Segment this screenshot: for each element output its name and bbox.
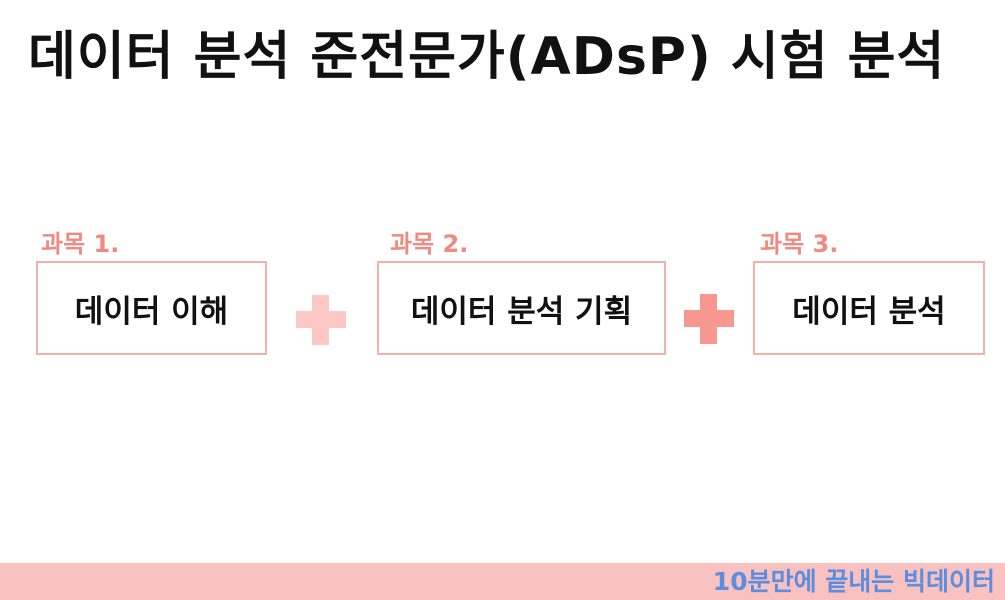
plus-icon bbox=[296, 295, 346, 345]
page-title: 데이터 분석 준전문가(ADsP) 시험 분석 bbox=[28, 27, 946, 87]
subject-1-box: 데이터 이해 bbox=[36, 261, 267, 355]
plus-icon-vertical-bar bbox=[312, 295, 329, 345]
subject-3-name: 데이터 분석 bbox=[792, 293, 946, 330]
subject-3-label: 과목 3. bbox=[760, 230, 839, 258]
plus-icon-vertical-bar bbox=[700, 294, 717, 344]
subject-2-box: 데이터 분석 기획 bbox=[377, 261, 666, 355]
subject-1-name: 데이터 이해 bbox=[74, 293, 229, 330]
subject-3-box: 데이터 분석 bbox=[753, 261, 985, 355]
subject-2-name: 데이터 분석 기획 bbox=[410, 293, 633, 330]
footer-band bbox=[0, 563, 1005, 600]
footer-text: 10분만에 끝내는 빅데이터 bbox=[712, 567, 995, 596]
plus-icon bbox=[684, 294, 734, 344]
subject-2-label: 과목 2. bbox=[390, 230, 469, 258]
subject-1-label: 과목 1. bbox=[41, 230, 120, 258]
